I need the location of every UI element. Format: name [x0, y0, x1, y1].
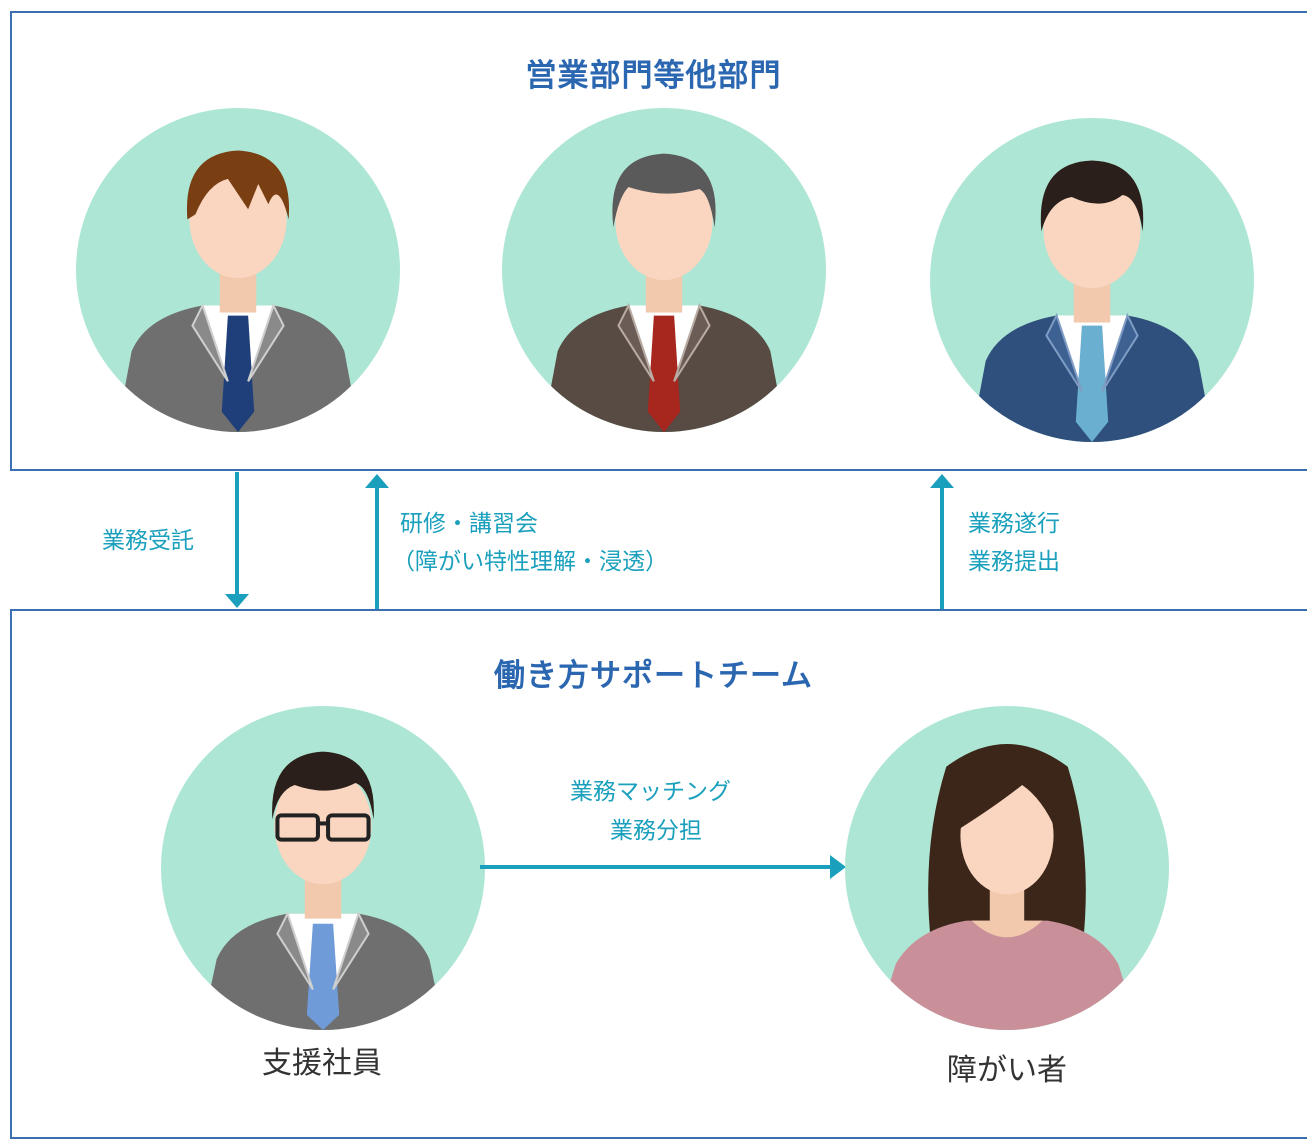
staff-avatar-brown-hair [76, 108, 400, 432]
execution-label-line1: 業務遂行 [968, 511, 1060, 537]
support-staff-caption: 支援社員 [262, 1046, 382, 1081]
staff-avatar-blue-suit [930, 118, 1254, 442]
matching-label-line2: 業務分担 [610, 818, 702, 844]
training-label-line2: （障がい特性理解・浸透） [392, 549, 668, 575]
execution-arrow [930, 474, 954, 610]
disabled-person-caption: 障がい者 [947, 1053, 1067, 1088]
work-support-team-title: 働き方サポートチーム [493, 658, 814, 694]
training-label-line1: 研修・講習会 [400, 511, 538, 537]
consignment-arrow [225, 472, 249, 608]
manager-avatar-gray-hair [502, 108, 826, 432]
training-arrow [365, 474, 389, 610]
disabled-person-avatar [845, 706, 1169, 1030]
execution-label-line2: 業務提出 [968, 549, 1060, 575]
support-staff-avatar [161, 706, 485, 1030]
other-departments-title: 営業部門等他部門 [525, 58, 782, 94]
matching-label-line1: 業務マッチング [570, 779, 731, 805]
matching-arrow [480, 855, 846, 879]
consignment-label: 業務受託 [102, 528, 194, 554]
